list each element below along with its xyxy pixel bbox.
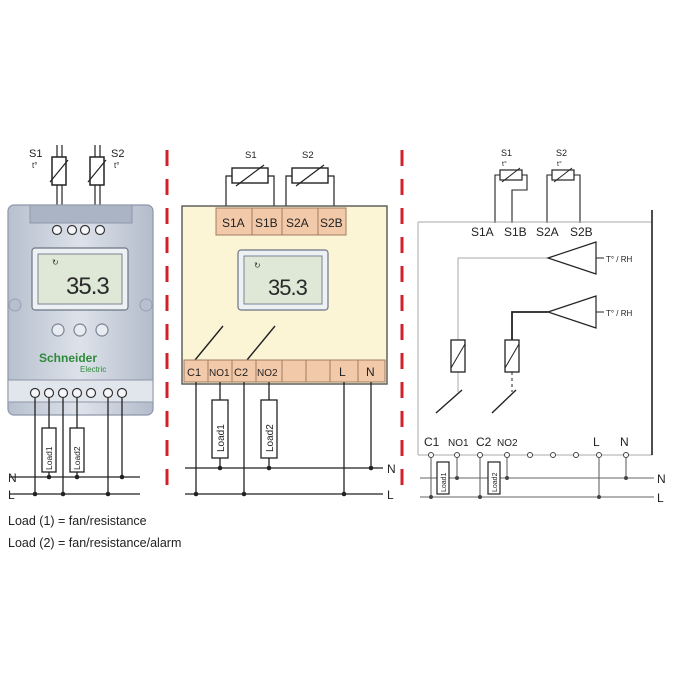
schem-s2-label: S2 — [556, 148, 567, 158]
brand-sub: Electric — [80, 365, 106, 374]
legend-load1: Load (1) = fan/resistance — [8, 514, 147, 528]
line-l-label-panel: L — [387, 488, 394, 502]
wiring-panel: S1 S2 S1A S1B S2A S2B ↻ 35.3 — [181, 150, 396, 502]
panel-display-value: 35.3 — [268, 275, 308, 300]
load2-panel: Load2 — [260, 399, 278, 459]
panel-lcd-display — [243, 255, 323, 305]
svg-text:N: N — [620, 435, 629, 449]
terminal-block-bottom: C1 NO1 C2 NO2 L N — [183, 359, 386, 383]
device-illustration: S1 t° S2 t° ↻ — [7, 145, 154, 502]
svg-text:NO2: NO2 — [497, 438, 518, 449]
svg-text:N: N — [366, 365, 375, 379]
brand-logo: Schneider — [39, 351, 97, 365]
amplifier-2: T° / RH — [546, 295, 633, 329]
svg-text:S2B: S2B — [570, 225, 593, 239]
svg-text:S2A: S2A — [536, 225, 559, 239]
panel-display-icon: ↻ — [254, 261, 261, 270]
schem-s2-temp: t° — [557, 160, 562, 168]
panel-sensor-s1-label: S1 — [245, 150, 257, 161]
svg-text:S1B: S1B — [255, 216, 278, 230]
svg-text:L: L — [339, 365, 346, 379]
svg-text:Load1: Load1 — [44, 446, 54, 470]
svg-text:S1A: S1A — [471, 225, 494, 239]
amplifier-1: T° / RH — [546, 241, 633, 275]
relay-coil-2 — [504, 339, 520, 373]
line-n-label-left: N — [8, 471, 17, 485]
sensor-s2-label: S2 — [111, 148, 124, 160]
svg-text:C2: C2 — [476, 435, 492, 449]
relay-coil-1 — [450, 339, 466, 373]
load1-panel: Load1 — [211, 399, 229, 459]
svg-text:S1B: S1B — [504, 225, 527, 239]
line-l-label-schematic: L — [657, 491, 664, 505]
display-sensor-icon: ↻ — [52, 258, 59, 267]
sensor-s1-label: S1 — [29, 148, 42, 160]
lcd-display — [37, 253, 123, 305]
display-value: 35.3 — [66, 273, 109, 300]
schem-s1-label: S1 — [501, 148, 512, 158]
line-l-label-left: L — [8, 488, 15, 502]
svg-text:T° / RH: T° / RH — [606, 255, 633, 264]
svg-text:NO1: NO1 — [209, 368, 230, 379]
device-buttons — [51, 323, 109, 337]
load2-left: Load2 — [69, 427, 85, 473]
bottom-screw-terminals — [29, 387, 128, 399]
schem-s1-temp: t° — [502, 160, 507, 168]
load1-left: Load1 — [41, 427, 57, 473]
sensor-s1-temp: t° — [32, 161, 37, 170]
svg-text:S2B: S2B — [320, 216, 343, 230]
svg-text:NO2: NO2 — [257, 368, 278, 379]
svg-text:C1: C1 — [187, 367, 201, 379]
svg-text:Load2: Load2 — [72, 446, 82, 470]
line-n-label-schematic: N — [657, 472, 666, 486]
relay-contacts — [435, 389, 517, 414]
svg-text:NO1: NO1 — [448, 438, 469, 449]
sensor-s2-temp: t° — [114, 161, 119, 170]
load1-schematic: Load1 — [436, 461, 450, 495]
load2-schematic: Load2 — [487, 461, 501, 495]
svg-text:C2: C2 — [234, 367, 248, 379]
panel-sensor-s2-label: S2 — [302, 150, 314, 161]
legend-load2: Load (2) = fan/resistance/alarm — [8, 536, 182, 550]
svg-text:Load1: Load1 — [216, 424, 227, 452]
svg-text:S2A: S2A — [286, 216, 309, 230]
svg-text:C1: C1 — [424, 435, 440, 449]
top-screw-terminals — [51, 224, 106, 236]
terminal-block-top: S1A S1B S2A S2B — [215, 207, 347, 236]
svg-text:Load2: Load2 — [265, 424, 276, 452]
schem-terminals-bottom: C1 NO1 C2 NO2 L N — [424, 435, 629, 449]
line-n-label-panel: N — [387, 462, 396, 476]
svg-text:T° / RH: T° / RH — [606, 309, 633, 318]
sensor-s2: S2 t° — [87, 145, 124, 186]
svg-text:Load1: Load1 — [441, 472, 448, 492]
schem-terminals-top: S1A S1B S2A S2B — [471, 225, 593, 239]
svg-text:S1A: S1A — [222, 216, 245, 230]
svg-text:Load2: Load2 — [492, 472, 499, 492]
svg-text:L: L — [593, 435, 600, 449]
sensor-s1: S1 t° — [29, 145, 69, 186]
relay-switches — [194, 325, 276, 361]
schematic: S1 t° S2 t° S1A S1B S2A S2B T — [417, 148, 666, 505]
